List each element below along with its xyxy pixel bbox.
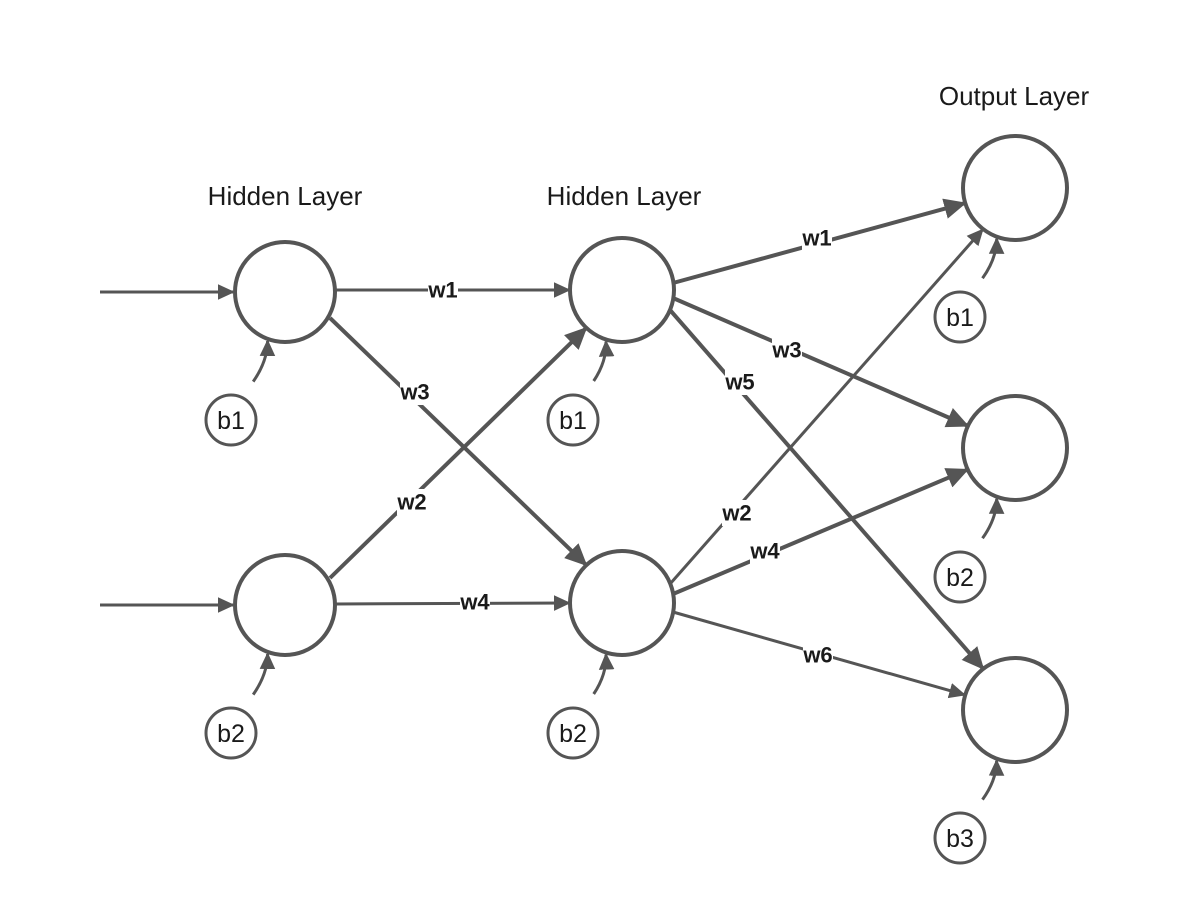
- output-neuron-3[interactable]: [961, 656, 1069, 764]
- hidden-layer-1-title: Hidden Layer: [208, 181, 363, 211]
- bias-out-3-connector: [981, 758, 1005, 801]
- bias-h2-1-label: b1: [559, 407, 587, 435]
- input-arrows-group: [100, 284, 235, 613]
- edge-h1n1-h2n1-label: w1: [427, 278, 457, 303]
- edge-h1n1-h2n2-label-backdrop: [400, 379, 430, 405]
- edge-h2n2-out3-label-backdrop: [803, 642, 833, 668]
- edge-h2n2-out2-label-backdrop: [750, 538, 780, 564]
- weight-edges-group: [328, 198, 985, 699]
- bias-h2-2-connector: [592, 652, 615, 695]
- bias-nodes-group: b1 b2 b1 b2 b1 b2 b3: [204, 290, 987, 865]
- edge-h1n2-h2n2: [334, 595, 571, 611]
- edge-h2n1-out3-label-backdrop: [725, 369, 755, 395]
- output-neuron-2[interactable]: [961, 394, 1069, 502]
- bias-h1-1-connector: [251, 339, 276, 383]
- neurons-group: [233, 134, 1069, 764]
- bias-h1-2-label: b2: [217, 720, 245, 748]
- edge-h2n1-out2-label: w3: [771, 338, 801, 363]
- edge-h1n2-h2n2-label: w4: [459, 590, 490, 615]
- edge-h1n2-h2n2-label-backdrop: [460, 589, 490, 615]
- edge-h2n1-out1-label-backdrop: [802, 225, 832, 251]
- bias-h1-1-label: b1: [217, 407, 245, 435]
- bias-out-3[interactable]: [933, 811, 987, 865]
- edge-h1n1-h2n2-label: w3: [399, 380, 429, 405]
- h2-neuron-1[interactable]: [568, 236, 676, 344]
- edge-h1n2-h2n1-label-backdrop: [397, 489, 427, 515]
- edge-h2n2-out1-label: w2: [721, 501, 751, 526]
- weight-labels-group: w1 w3 w2 w4 w1 w3 w5 w2 w4 w6: [396, 225, 833, 668]
- bias-out-2-connector: [981, 497, 1005, 540]
- bias-out-1-label: b1: [946, 304, 974, 332]
- bias-out-1[interactable]: [933, 290, 987, 344]
- edge-h2n1-out2: [672, 296, 970, 428]
- bias-out-2[interactable]: [933, 550, 987, 604]
- edge-h1n2-h2n1-label: w2: [396, 490, 426, 515]
- edge-h1n1-h2n2: [328, 316, 588, 567]
- bias-h1-2-connector: [251, 652, 276, 696]
- bias-out-1-connector: [981, 237, 1005, 280]
- edge-h2n2-out1-label-backdrop: [722, 500, 752, 526]
- h1-neuron-1[interactable]: [233, 240, 337, 344]
- bias-out-2-label: b2: [946, 564, 974, 592]
- bias-h2-2[interactable]: [546, 706, 600, 760]
- bias-h1-2[interactable]: [204, 706, 258, 760]
- output-layer-title: Output Layer: [939, 81, 1090, 111]
- edge-h2n1-out3-label: w5: [724, 370, 754, 395]
- bias-edges-group: [251, 237, 1005, 801]
- edge-h2n2-out2-label: w4: [749, 539, 780, 564]
- bias-h2-2-label: b2: [559, 720, 587, 748]
- hidden-layer-2-title: Hidden Layer: [547, 181, 702, 211]
- edge-h1n1-h2n1-label-backdrop: [428, 277, 458, 303]
- edge-h2n1-out2-label-backdrop: [772, 337, 802, 363]
- layer-titles-group: Hidden Layer Hidden Layer Output Layer: [208, 81, 1090, 211]
- edge-h2n2-out2: [672, 468, 969, 596]
- output-neuron-1[interactable]: [961, 134, 1069, 242]
- bias-h1-1[interactable]: [204, 393, 258, 447]
- bias-h2-1[interactable]: [546, 393, 600, 447]
- edge-h2n1-out3: [668, 308, 985, 670]
- edge-h2n1-out1-label: w1: [801, 226, 831, 251]
- h2-neuron-2[interactable]: [568, 549, 676, 657]
- bias-h2-1-connector: [592, 339, 615, 382]
- h1-neuron-2[interactable]: [233, 553, 337, 657]
- edge-h2n2-out3-label: w6: [802, 643, 832, 668]
- bias-out-3-label: b3: [946, 825, 974, 853]
- edge-h1n2-h2n1: [328, 326, 588, 580]
